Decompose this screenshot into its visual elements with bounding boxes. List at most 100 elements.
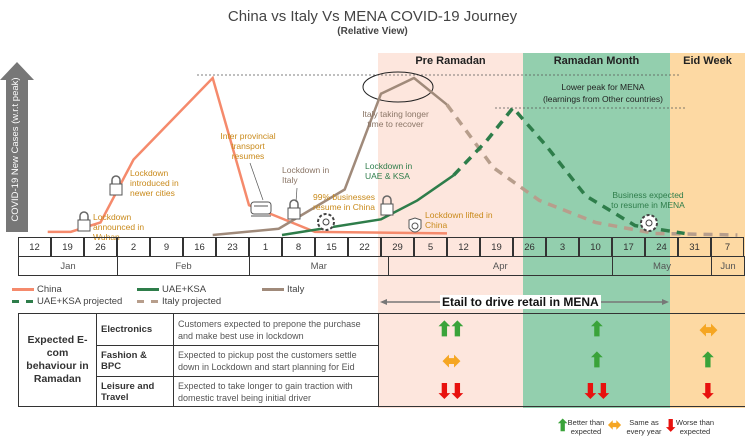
month-tick: Mar	[249, 256, 389, 276]
legend-label: UAE+KSA projected	[37, 296, 123, 307]
gear-icon	[317, 213, 335, 231]
italy-lockdown-pointer	[295, 187, 298, 203]
series-line-italy-projected	[445, 103, 738, 237]
series-line-uae-ksa-projected	[452, 105, 685, 236]
annotation-learnings: (learnings from Other countries)	[543, 94, 663, 104]
arrow-down-icon: ⬇	[699, 380, 717, 403]
month-tick: Jun	[711, 256, 745, 276]
week-tick: 15	[315, 237, 348, 257]
week-tick: 1	[249, 237, 282, 257]
annotation-newer-cities: Lockdown introduced in newer cities	[130, 168, 179, 198]
key-down-label: Worse than expected	[675, 418, 715, 436]
annotation-lifted: Lockdown lifted in China	[425, 210, 493, 230]
lock-icon	[287, 199, 301, 220]
etail-label: Etail to drive retail in MENA	[440, 295, 601, 309]
italy-peak-circle	[362, 71, 434, 103]
week-tick: 2	[117, 237, 150, 257]
legend-italy-projected: Italy projected	[137, 296, 221, 307]
legend-uae-ksa-projected: UAE+KSA projected	[12, 296, 122, 307]
week-tick: 23	[216, 237, 249, 257]
month-tick: Feb	[117, 256, 250, 276]
annotation-mena-business: Business expected to resume in MENA	[611, 190, 685, 210]
arrow-up-icon: ⬆	[436, 318, 453, 341]
annotation-italy-recover: Italy taking longer time to recover	[362, 109, 429, 129]
key-same-label: Same as every year	[626, 418, 662, 436]
chart-title: China vs Italy Vs MENA COVID-19 Journey	[227, 8, 518, 25]
week-tick: 10	[579, 237, 612, 257]
week-tick: 9	[150, 237, 183, 257]
shield-icon	[408, 217, 422, 233]
annotation-businesses: 99% businesses resume in China	[313, 192, 375, 212]
week-tick: 26	[513, 237, 546, 257]
arrow-down-icon: ⬇	[449, 380, 466, 403]
gear-icon	[640, 214, 658, 232]
table-phase-frame	[378, 313, 745, 407]
month-tick: Apr	[387, 256, 613, 276]
annotation-lower-peak: Lower peak for MENA	[561, 82, 645, 92]
eid-band	[670, 53, 745, 408]
arrow-up-icon: ⬆	[588, 318, 606, 341]
arrow-both-icon: ⬌	[442, 348, 461, 373]
legend-china: China	[12, 284, 62, 295]
key-same-arrow-icon: ⬌	[608, 417, 622, 434]
legend-uae-ksa: UAE+KSA	[137, 284, 206, 295]
week-tick: 24	[645, 237, 678, 257]
legend-label: China	[37, 284, 62, 295]
annotation-transport: Inter provincial transport resumes	[220, 131, 276, 161]
legend-italy: Italy	[262, 284, 304, 295]
row-category: Fashion & BPC	[96, 345, 174, 377]
series-line-china	[47, 75, 448, 235]
arrow-both-icon: ⬌	[699, 316, 718, 342]
week-tick: 26	[84, 237, 117, 257]
week-tick: 17	[612, 237, 645, 257]
annotation-uae-lockdown: Lockdown in UAE & KSA	[365, 161, 413, 181]
week-tick: 22	[348, 237, 381, 257]
etail-arrow-left-head	[380, 299, 387, 305]
arrow-up-icon: ⬆	[449, 318, 466, 341]
legend-label: UAE+KSA	[162, 284, 207, 295]
legend-label: Italy projected	[162, 296, 222, 307]
y-axis-arrow	[0, 62, 34, 232]
week-tick: 31	[678, 237, 711, 257]
annotation-italy-lockdown: Lockdown in Italy	[282, 165, 330, 185]
etail-arrow-right-head	[662, 299, 669, 305]
row-category: Electronics	[96, 313, 174, 346]
y-axis-label: COVID-19 New Cases (w.r.t peak)	[10, 77, 21, 222]
chart-subtitle: (Relative View)	[337, 26, 408, 37]
week-tick: 3	[546, 237, 579, 257]
lock-icon	[77, 211, 91, 232]
phase-ramadan: Ramadan Month	[553, 55, 640, 67]
row-category: Leisure and Travel	[96, 376, 174, 407]
week-tick: 5	[414, 237, 447, 257]
table-header: Expected E-com behaviour in Ramadan	[18, 313, 97, 407]
month-tick: May	[612, 256, 712, 276]
lock-icon	[109, 175, 123, 196]
key-up-arrow-icon: ⬆	[556, 418, 570, 435]
legend-label: Italy	[287, 284, 305, 295]
week-tick: 12	[18, 237, 51, 257]
transport-pointer	[249, 162, 264, 201]
arrow-up-icon: ⬆	[699, 350, 717, 372]
week-tick: 19	[51, 237, 84, 257]
series-line-italy	[212, 76, 448, 237]
arrow-down-icon: ⬇	[436, 380, 453, 403]
row-description: Expected to pickup post the customers se…	[173, 345, 379, 377]
week-tick: 8	[282, 237, 315, 257]
week-tick: 29	[381, 237, 414, 257]
lock-icon	[380, 195, 394, 216]
key-up-label: Better than expected	[567, 418, 605, 436]
week-tick: 16	[183, 237, 216, 257]
phase-eid: Eid Week	[683, 55, 732, 67]
key-down-arrow-icon: ⬇	[664, 418, 678, 435]
week-tick: 7	[711, 237, 744, 257]
week-tick: 12	[447, 237, 480, 257]
arrow-up-icon: ⬆	[588, 350, 606, 372]
arrow-down-icon: ⬇	[582, 380, 599, 403]
row-description: Customers expected to prepone the purcha…	[173, 313, 379, 346]
row-description: Expected to take longer to gain traction…	[173, 376, 379, 407]
month-tick: Jan	[18, 256, 118, 276]
arrow-down-icon: ⬇	[595, 380, 612, 403]
train-icon	[250, 201, 272, 217]
